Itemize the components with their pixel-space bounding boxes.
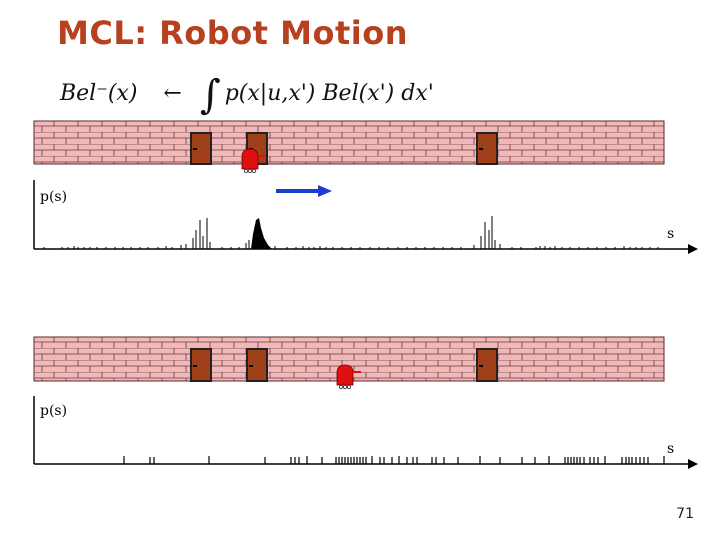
door-icon <box>246 348 268 382</box>
door-icon <box>190 348 212 382</box>
y-axis-label: p(s) <box>40 403 67 419</box>
motion-arrow-icon <box>276 185 332 197</box>
x-axis-label: s <box>667 226 674 242</box>
wall-1 <box>33 120 665 165</box>
robot-icon <box>336 364 361 389</box>
slide-number: 71 <box>676 506 694 522</box>
formula-arrow: ← <box>163 81 182 106</box>
probability-plot-1: p(s) s <box>33 180 698 254</box>
formula-lhs: Bel⁻(x) <box>60 81 138 106</box>
door-icon <box>476 132 498 165</box>
formula-rhs: p(x|u,x') Bel(x') dx' <box>224 81 434 106</box>
door-icon <box>190 132 212 165</box>
motion-update-formula: Bel⁻(x) ← ∫p(x|u,x') Bel(x') dx' <box>60 72 434 118</box>
formula-integral: ∫ <box>199 72 221 118</box>
robot-icon <box>241 148 266 173</box>
probability-plot-2: p(s) s <box>33 396 698 469</box>
slide-title: MCL: Robot Motion <box>57 14 408 52</box>
y-axis-label: p(s) <box>40 189 67 205</box>
door-icon <box>476 348 498 382</box>
x-axis-label: s <box>667 441 674 457</box>
